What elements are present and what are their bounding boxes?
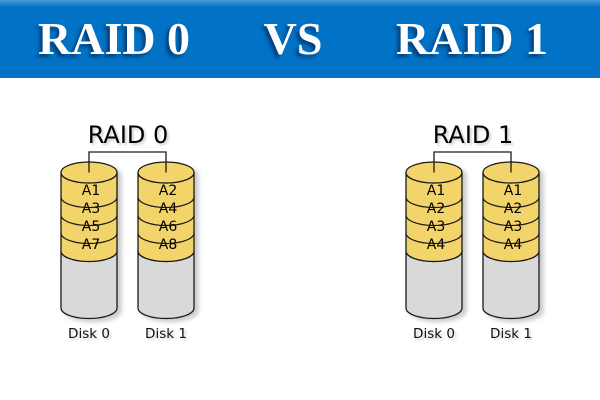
platter-separator <box>482 196 540 209</box>
block-label: A8 <box>159 237 177 253</box>
block-label: A4 <box>504 237 523 253</box>
platter-separator <box>137 196 195 209</box>
block-label: A4 <box>159 201 178 217</box>
disk1-label: Disk 1 <box>145 326 187 342</box>
raid0-diagram: RAID 0 A1 A3 A5 A7 A2 A4 A6 A8 <box>55 108 240 350</box>
platter-separator <box>60 214 118 227</box>
disk1-label: Disk 1 <box>490 326 532 342</box>
block-label: A2 <box>427 201 445 217</box>
block-label: A1 <box>504 183 522 199</box>
platter-separator <box>405 196 463 209</box>
platter-separator <box>60 196 118 209</box>
platter-separator <box>60 232 118 245</box>
block-label: A7 <box>82 237 100 253</box>
block-label: A6 <box>159 219 178 235</box>
block-label: A1 <box>427 183 445 199</box>
raid1-diagram: RAID 1 A1 A2 A3 A4 A1 A2 A3 A4 <box>400 108 585 350</box>
banner-title-raid1: RAID 1 <box>395 13 548 64</box>
raid0-disk0-cylinder: A1 A3 A5 A7 <box>60 161 118 320</box>
platter-separator <box>137 214 195 227</box>
raid0-diagram-title: RAID 0 <box>88 121 169 149</box>
header-banner: RAID 0 VS RAID 1 <box>0 0 600 78</box>
banner-title-raid0: RAID 0 <box>38 13 191 64</box>
raid0-title-group: RAID 0 <box>88 121 169 149</box>
platter-separator <box>137 232 195 245</box>
raid1-disk0-cylinder: A1 A2 A3 A4 <box>405 161 463 320</box>
block-label: A1 <box>82 183 100 199</box>
raid0-disk-labels: Disk 0 Disk 1 <box>68 326 187 342</box>
raid0-disk1-cylinder: A2 A4 A6 A8 <box>137 161 195 320</box>
banner-vs-label: VS <box>263 13 323 64</box>
platter-separator <box>405 232 463 245</box>
block-label: A3 <box>504 219 522 235</box>
block-label: A2 <box>159 183 177 199</box>
disk0-label: Disk 0 <box>413 326 455 342</box>
platter-separator <box>405 214 463 227</box>
raid1-bracket-connector <box>433 151 512 173</box>
disk0-label: Disk 0 <box>68 326 110 342</box>
raid1-disk1-cylinder: A1 A2 A3 A4 <box>482 161 540 320</box>
raid1-title-group: RAID 1 <box>433 121 514 149</box>
raid1-svg: RAID 1 A1 A2 A3 A4 A1 A2 A3 A4 <box>405 121 540 342</box>
raid1-disk-labels: Disk 0 Disk 1 <box>413 326 532 342</box>
block-label: A2 <box>504 201 522 217</box>
block-label: A3 <box>82 201 100 217</box>
platter-separator <box>482 232 540 245</box>
platter-separator <box>482 214 540 227</box>
raid0-svg: RAID 0 A1 A3 A5 A7 A2 A4 A6 A8 <box>60 121 195 342</box>
block-label: A3 <box>427 219 445 235</box>
block-label: A4 <box>427 237 446 253</box>
raid0-bracket-connector <box>88 151 167 173</box>
block-label: A5 <box>82 219 100 235</box>
raid1-diagram-title: RAID 1 <box>433 121 514 149</box>
